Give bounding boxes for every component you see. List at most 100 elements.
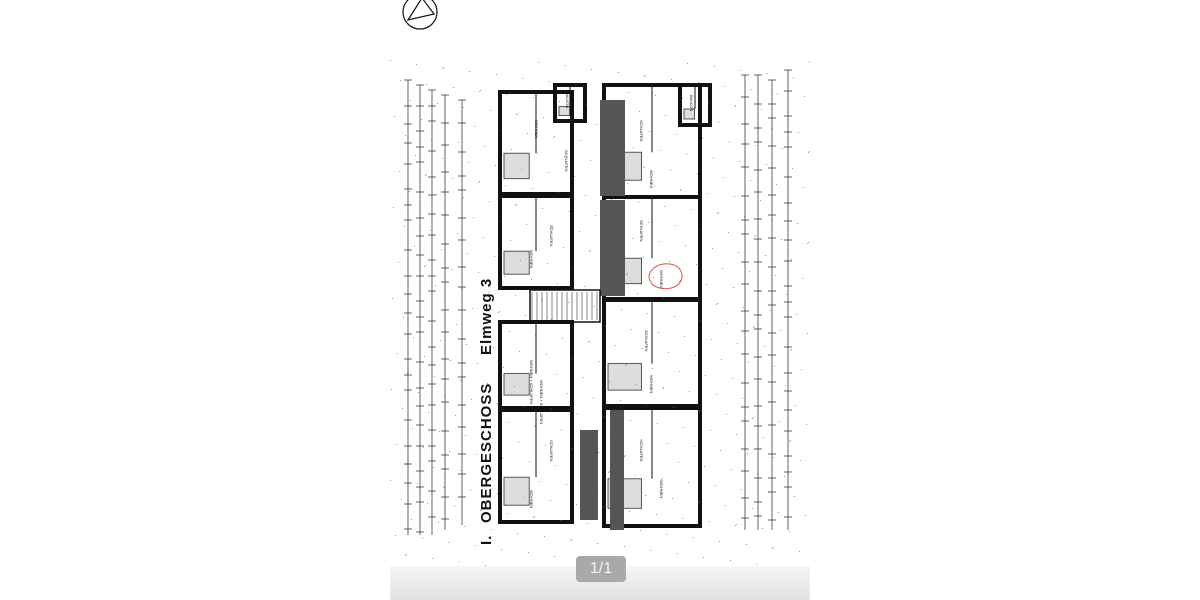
scan-noise	[495, 165, 496, 166]
scan-noise	[611, 199, 612, 200]
scan-noise	[569, 211, 570, 212]
scan-noise	[756, 564, 757, 565]
scan-noise	[729, 141, 730, 142]
scan-noise	[533, 97, 534, 98]
scan-noise	[444, 396, 445, 397]
scan-noise	[662, 478, 663, 479]
scan-noise	[479, 181, 480, 182]
scan-noise	[434, 376, 435, 377]
scan-noise	[467, 253, 468, 254]
scan-noise	[647, 313, 648, 314]
scan-noise	[500, 130, 501, 131]
scan-noise	[590, 250, 591, 251]
scan-noise	[592, 488, 593, 489]
scan-noise	[718, 122, 719, 123]
scan-noise	[447, 123, 448, 124]
scan-noise	[608, 472, 609, 473]
scan-noise	[784, 476, 785, 477]
scan-noise	[771, 129, 772, 130]
scan-noise	[732, 378, 733, 379]
scan-noise	[707, 193, 708, 194]
scan-noise	[752, 418, 753, 419]
scan-noise	[535, 425, 536, 426]
scan-noise	[407, 463, 408, 464]
scan-noise	[570, 540, 571, 541]
scan-noise	[532, 188, 533, 189]
scan-noise	[537, 153, 538, 154]
scan-noise	[667, 443, 668, 444]
scan-noise	[480, 510, 481, 511]
scan-noise	[695, 355, 696, 356]
scan-noise	[529, 461, 530, 462]
scan-noise	[781, 239, 782, 240]
scan-noise	[425, 175, 426, 176]
scan-noise	[804, 96, 805, 97]
scan-noise	[736, 434, 737, 435]
scan-noise	[699, 501, 700, 502]
scan-noise	[481, 509, 482, 510]
scan-noise	[428, 412, 429, 413]
scan-noise	[633, 147, 634, 148]
scan-noise	[742, 398, 743, 399]
scan-noise	[698, 82, 699, 83]
north-arrow-icon	[402, 0, 438, 30]
scan-noise	[790, 350, 791, 351]
scan-noise	[679, 371, 680, 372]
scan-noise	[551, 319, 552, 320]
scan-noise	[561, 429, 562, 430]
scan-noise	[621, 309, 622, 310]
scan-noise	[739, 161, 740, 162]
scan-noise	[416, 64, 417, 65]
scan-noise	[591, 69, 592, 70]
scan-noise	[451, 269, 452, 270]
scan-noise	[602, 88, 603, 89]
scan-noise	[479, 91, 480, 92]
scan-noise	[683, 427, 684, 428]
scan-noise	[481, 419, 482, 420]
scan-noise	[577, 413, 578, 414]
scan-noise	[465, 435, 466, 436]
scan-noise	[692, 118, 693, 119]
scan-noise	[469, 71, 470, 72]
scan-noise	[682, 98, 683, 99]
scan-noise	[459, 561, 460, 562]
scan-noise	[521, 169, 522, 170]
scan-noise	[704, 466, 705, 467]
corridor-hatch	[610, 410, 624, 530]
scan-noise	[686, 154, 687, 155]
scan-noise	[556, 374, 557, 375]
scan-noise	[555, 465, 556, 466]
scan-noise	[754, 326, 755, 327]
scan-noise	[645, 495, 646, 496]
room-label: WOHNEN	[534, 120, 539, 138]
scan-noise	[494, 256, 495, 257]
scan-noise	[733, 287, 734, 288]
scan-noise	[619, 491, 620, 492]
scan-noise	[589, 251, 590, 252]
scan-noise	[441, 249, 442, 250]
scan-noise	[710, 430, 711, 431]
scan-noise	[661, 479, 662, 480]
scan-noise	[734, 106, 735, 107]
scan-noise	[426, 84, 427, 85]
scan-noise	[488, 292, 489, 293]
scan-noise	[613, 527, 614, 528]
scan-noise	[627, 273, 628, 274]
scan-noise	[609, 381, 610, 382]
scan-noise	[475, 545, 476, 546]
scan-noise	[560, 520, 561, 521]
scan-noise	[605, 325, 606, 326]
scan-noise	[470, 490, 471, 491]
scan-noise	[663, 297, 664, 298]
scan-noise	[718, 212, 719, 213]
scan-noise	[547, 263, 548, 264]
scan-noise	[637, 293, 638, 294]
scan-noise	[520, 260, 521, 261]
scan-noise	[565, 65, 566, 66]
scan-noise	[632, 238, 633, 239]
scan-noise	[499, 311, 500, 312]
scan-noise	[421, 119, 422, 120]
scan-noise	[726, 414, 727, 415]
scan-noise	[749, 271, 750, 272]
